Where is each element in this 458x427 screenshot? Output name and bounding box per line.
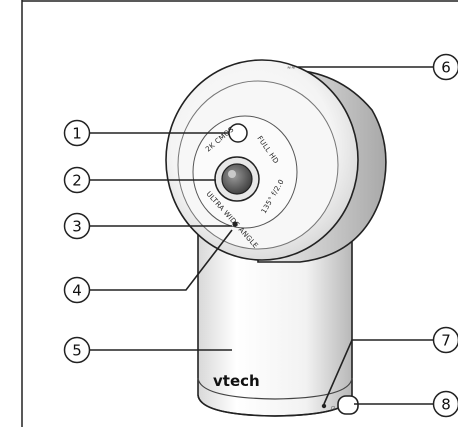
callout-8: 8 bbox=[432, 390, 458, 418]
status-led bbox=[232, 221, 238, 227]
callout-6-number: 6 bbox=[441, 59, 451, 77]
callout-2-number: 2 bbox=[72, 172, 82, 190]
callout-1: 1 bbox=[63, 119, 91, 147]
camera-head bbox=[165, 59, 387, 263]
leader-line-4 bbox=[90, 229, 233, 291]
callout-3-number: 3 bbox=[72, 218, 82, 236]
callout-5-number: 5 bbox=[72, 342, 82, 360]
switch-marking: ⊡ bbox=[331, 406, 335, 412]
callout-2: 2 bbox=[63, 166, 91, 194]
brand-logo: vtech bbox=[213, 372, 260, 390]
top-marking: ≈≈ bbox=[287, 65, 295, 71]
reset-hole bbox=[321, 403, 327, 409]
callout-3: 3 bbox=[63, 212, 91, 240]
power-switch bbox=[337, 395, 359, 415]
callout-4: 4 bbox=[63, 276, 91, 304]
callout-7: 7 bbox=[432, 326, 458, 354]
callout-8-number: 8 bbox=[441, 396, 451, 414]
callout-5: 5 bbox=[63, 336, 91, 364]
callout-6: 6 bbox=[432, 53, 458, 81]
callout-4-number: 4 bbox=[72, 282, 82, 300]
callout-7-number: 7 bbox=[441, 332, 451, 350]
camera-lens bbox=[214, 156, 260, 202]
leader-line-7 bbox=[323, 339, 434, 405]
callout-1-number: 1 bbox=[72, 125, 82, 143]
